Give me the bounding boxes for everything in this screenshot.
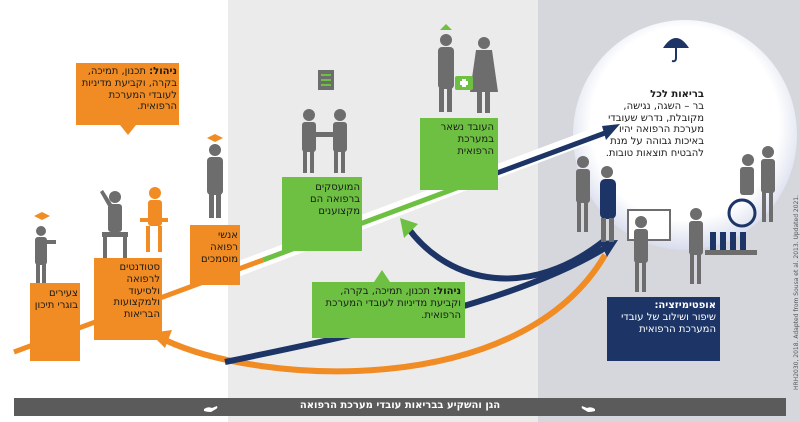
callout-pointer-orange xyxy=(120,125,136,135)
column-youth xyxy=(30,283,80,361)
umbrella-icon xyxy=(663,38,689,63)
figure-doctor-patient xyxy=(576,156,616,242)
source-credit: HRH2030, 2018. Adapted from Sousa et al.… xyxy=(793,194,800,390)
health-for-all-body: בר – השגה, נגישה, מקובלת, נדרש שעובדי מע… xyxy=(605,100,704,159)
retained-label: העובד נשאר במערכת הרפואית xyxy=(440,122,494,157)
figure-student-orange xyxy=(140,187,168,252)
callout-pointer-green xyxy=(374,270,390,282)
column-retained xyxy=(420,118,498,190)
optimization-body: שיפור ושילוב של עובדי המערכת הרפואית xyxy=(621,311,716,335)
hand-icon-left xyxy=(204,406,218,412)
clipboard-icon xyxy=(318,70,334,90)
health-for-all-text: בריאות לכל בר – השגה, נגישה, מקובלת, נדר… xyxy=(596,89,704,160)
optimization-callout xyxy=(607,297,720,361)
grad-cap-icon-graduate xyxy=(207,134,223,142)
diagonal-arrowhead xyxy=(602,124,620,140)
management-body-green: תכנון, תמיכה, בקרה, וקביעת מדיניות לעובד… xyxy=(325,286,461,321)
figure-researcher xyxy=(689,208,757,284)
return-arrowhead-navy-lower xyxy=(600,240,618,257)
grad-cap-icon-youth xyxy=(34,212,50,220)
management-title-green: ניהול: xyxy=(433,286,461,297)
figure-teacher xyxy=(627,209,671,292)
optimization-title: אופטימיזציה: xyxy=(654,300,716,311)
bottom-banner-text: הגן והשקיע בבריאות עובדי מערכת הרפואה xyxy=(299,400,501,411)
employed-label: המועסקים ברפואה הם מקצוענים xyxy=(310,182,360,217)
management-text-orange: ניהול: תכנון, תמיכה, בקרה, וקביעת מדיניו… xyxy=(79,66,177,113)
figure-youth xyxy=(35,226,56,284)
column-graduates xyxy=(190,225,240,285)
optimization-text: אופטימיזציה: שיפור ושילוב של עובדי המערכ… xyxy=(610,300,716,335)
youth-label: צעירים בוגרי תיכון xyxy=(34,288,78,311)
nurse-cap-icon xyxy=(440,24,452,30)
figure-wheelchair xyxy=(727,146,775,228)
return-arrow-orange xyxy=(163,253,608,375)
return-arrow-navy-upper xyxy=(405,226,607,282)
figure-students xyxy=(100,190,128,259)
management-body-orange: תכנון, תמיכה, בקרה, וקביעת מדיניות לעובד… xyxy=(81,66,177,113)
figure-graduate xyxy=(207,144,223,218)
medical-bag-icon xyxy=(455,76,473,90)
management-callout-green xyxy=(312,282,465,338)
column-students xyxy=(94,258,162,340)
figure-handshake xyxy=(302,109,347,173)
students-label: סטודנטים לרפואה ולסיעוד ולמקצועות הבריאו… xyxy=(113,262,160,321)
column-employed xyxy=(282,177,362,251)
management-title-orange: ניהול: xyxy=(149,66,177,77)
graduates-label: אנשי רפואה מוסמכים xyxy=(201,230,238,265)
figure-medical-staff xyxy=(438,34,498,113)
return-arrowhead-green xyxy=(400,218,418,238)
hand-icon-right xyxy=(581,406,595,412)
management-callout-orange xyxy=(76,63,179,125)
health-for-all-title: בריאות לכל xyxy=(650,89,704,100)
bottom-banner: הגן והשקיע בבריאות עובדי מערכת הרפואה xyxy=(14,398,786,416)
management-text-green: ניהול: תכנון, תמיכה, בקרה, וקביעת מדיניו… xyxy=(316,286,461,321)
